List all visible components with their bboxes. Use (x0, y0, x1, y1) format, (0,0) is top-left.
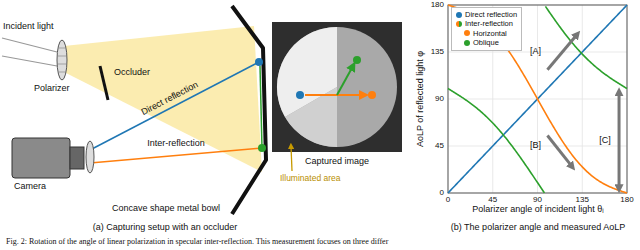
polarizer-hatch (59, 72, 65, 73)
data-curve (448, 5, 627, 193)
legend-row: Direct reflection (456, 10, 517, 19)
legend-text: Horizontal (473, 29, 507, 38)
direct-ray (90, 62, 259, 150)
trend-arrow (618, 92, 621, 189)
occluder-symbol (100, 66, 108, 100)
part-label: Occluder (114, 68, 150, 78)
tick-label: 45 (488, 196, 497, 205)
callout-label: [B] (530, 141, 541, 151)
image-arrow (305, 94, 364, 96)
part-label: Camera (14, 182, 46, 192)
axis-title: Polarizer angle of incident light θᵢ (472, 205, 604, 215)
tick-label: 90 (435, 95, 444, 104)
legend-swatch (464, 30, 470, 36)
area-label: Illuminated area (280, 174, 340, 183)
tick-label: 135 (431, 48, 444, 57)
image-dot (353, 56, 361, 64)
legend-row: Oblique (464, 38, 517, 47)
axis-title: AoLP of reflected light φ (416, 51, 426, 147)
data-curve (545, 6, 627, 88)
camera-body (12, 138, 70, 178)
reflection-dot (255, 58, 263, 66)
legend-row: Horizontal (464, 29, 517, 38)
subfigure-caption: (a) Capturing setup with an occluder (93, 223, 238, 233)
legend-text: Inter-reflection (465, 19, 513, 28)
image-dot (368, 91, 376, 99)
light-cone (64, 26, 262, 172)
legend-swatch (456, 12, 462, 18)
tick-label: 45 (435, 142, 444, 151)
legend-swatch (456, 21, 462, 27)
data-curve (448, 5, 627, 193)
part-label: Concave shape metal bowl (112, 204, 220, 214)
plot (448, 5, 627, 193)
inter-ray (260, 66, 262, 148)
image-arrow (337, 66, 353, 95)
captured-image (272, 22, 402, 152)
tick-label: 180 (620, 196, 633, 205)
tick-label: 0 (440, 189, 444, 198)
legend-swatch (464, 40, 470, 46)
trend-arrow (547, 136, 572, 167)
tick-label: 90 (533, 196, 542, 205)
part-label: Polarizer (34, 84, 70, 94)
incident-ray (2, 56, 57, 66)
legend-text: Oblique (473, 38, 499, 47)
part-label: Captured image (305, 157, 369, 167)
reflection-dot (258, 144, 266, 152)
polarizer-hatch (59, 48, 65, 49)
legend: Direct reflectionInter-reflectionHorizon… (451, 7, 522, 51)
incident-ray (2, 38, 57, 52)
tick-label: 0 (446, 196, 450, 205)
bowl-image (277, 27, 397, 147)
metal-bowl (232, 6, 266, 214)
plot-frame (448, 5, 627, 193)
legend-row: Inter-reflection (456, 19, 517, 28)
figure-caption: Fig. 2: Rotation of the angle of linear … (6, 238, 388, 247)
camera-lens (70, 147, 84, 169)
image-dot (296, 91, 304, 99)
leader-line (291, 146, 292, 171)
tick-label: 135 (576, 196, 589, 205)
polarizer-symbol (86, 141, 94, 173)
callout-label: [A] (530, 47, 541, 57)
legend-text: Direct reflection (465, 10, 517, 19)
data-curve (448, 89, 544, 193)
subfigure-caption: (b) The polarizer angle and measured AoL… (451, 223, 625, 233)
polarizer-symbol (57, 40, 67, 80)
part-label: Incident light (3, 22, 54, 32)
tick-label: 180 (431, 1, 444, 10)
callout-label: [C] (599, 136, 611, 146)
trend-arrow (547, 34, 577, 70)
inter-ray (90, 148, 262, 163)
ray-label: Inter-reflection (147, 139, 205, 149)
polarizer-hatch (58, 56, 66, 57)
polarizer-hatch (58, 64, 66, 65)
